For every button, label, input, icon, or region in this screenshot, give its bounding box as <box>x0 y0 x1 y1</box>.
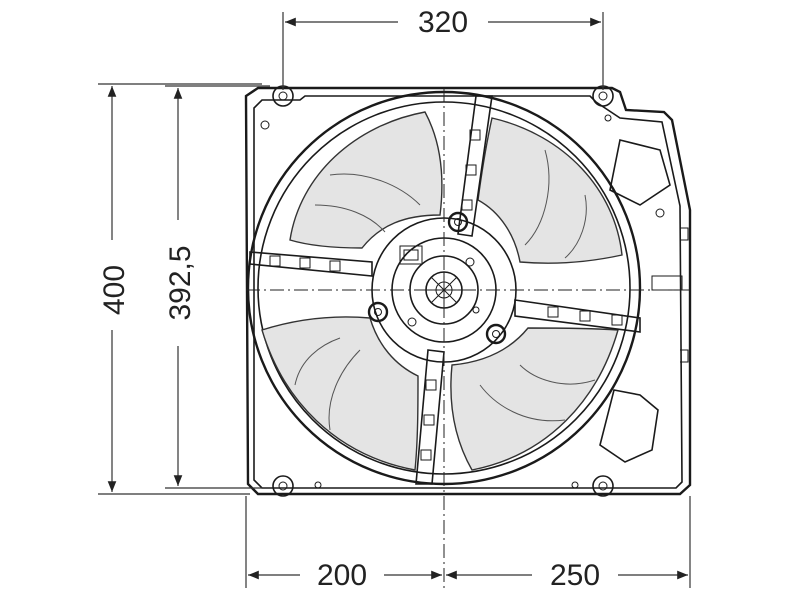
center-lines <box>246 88 690 590</box>
fan-blade-1 <box>289 111 443 249</box>
fan-shroud <box>244 86 692 496</box>
dimension-left-inner-label: 392,5 <box>164 245 197 320</box>
dimension-bottom-right: 250 <box>446 496 691 592</box>
dimension-top: 320 <box>282 6 604 90</box>
fan-blade-3 <box>450 327 619 471</box>
fan-spokes <box>249 95 641 485</box>
fan-blade-4 <box>261 316 419 471</box>
dimension-left-inner: 392,5 <box>164 85 272 489</box>
dimension-top-label: 320 <box>418 6 468 39</box>
dimension-bottom-left: 200 <box>245 496 442 592</box>
mounting-hole-bottom-left <box>272 475 294 497</box>
fan-blades <box>261 111 623 471</box>
dimension-bottom-right-label: 250 <box>550 559 600 592</box>
mounting-hole-bottom-right <box>592 475 614 497</box>
fan-blade-2 <box>477 117 623 264</box>
fan-motor-hub <box>367 211 517 363</box>
dimension-left-outer: 400 <box>98 83 262 495</box>
dimension-bottom-left-label: 200 <box>317 559 367 592</box>
dimension-left-outer-label: 400 <box>98 265 131 315</box>
